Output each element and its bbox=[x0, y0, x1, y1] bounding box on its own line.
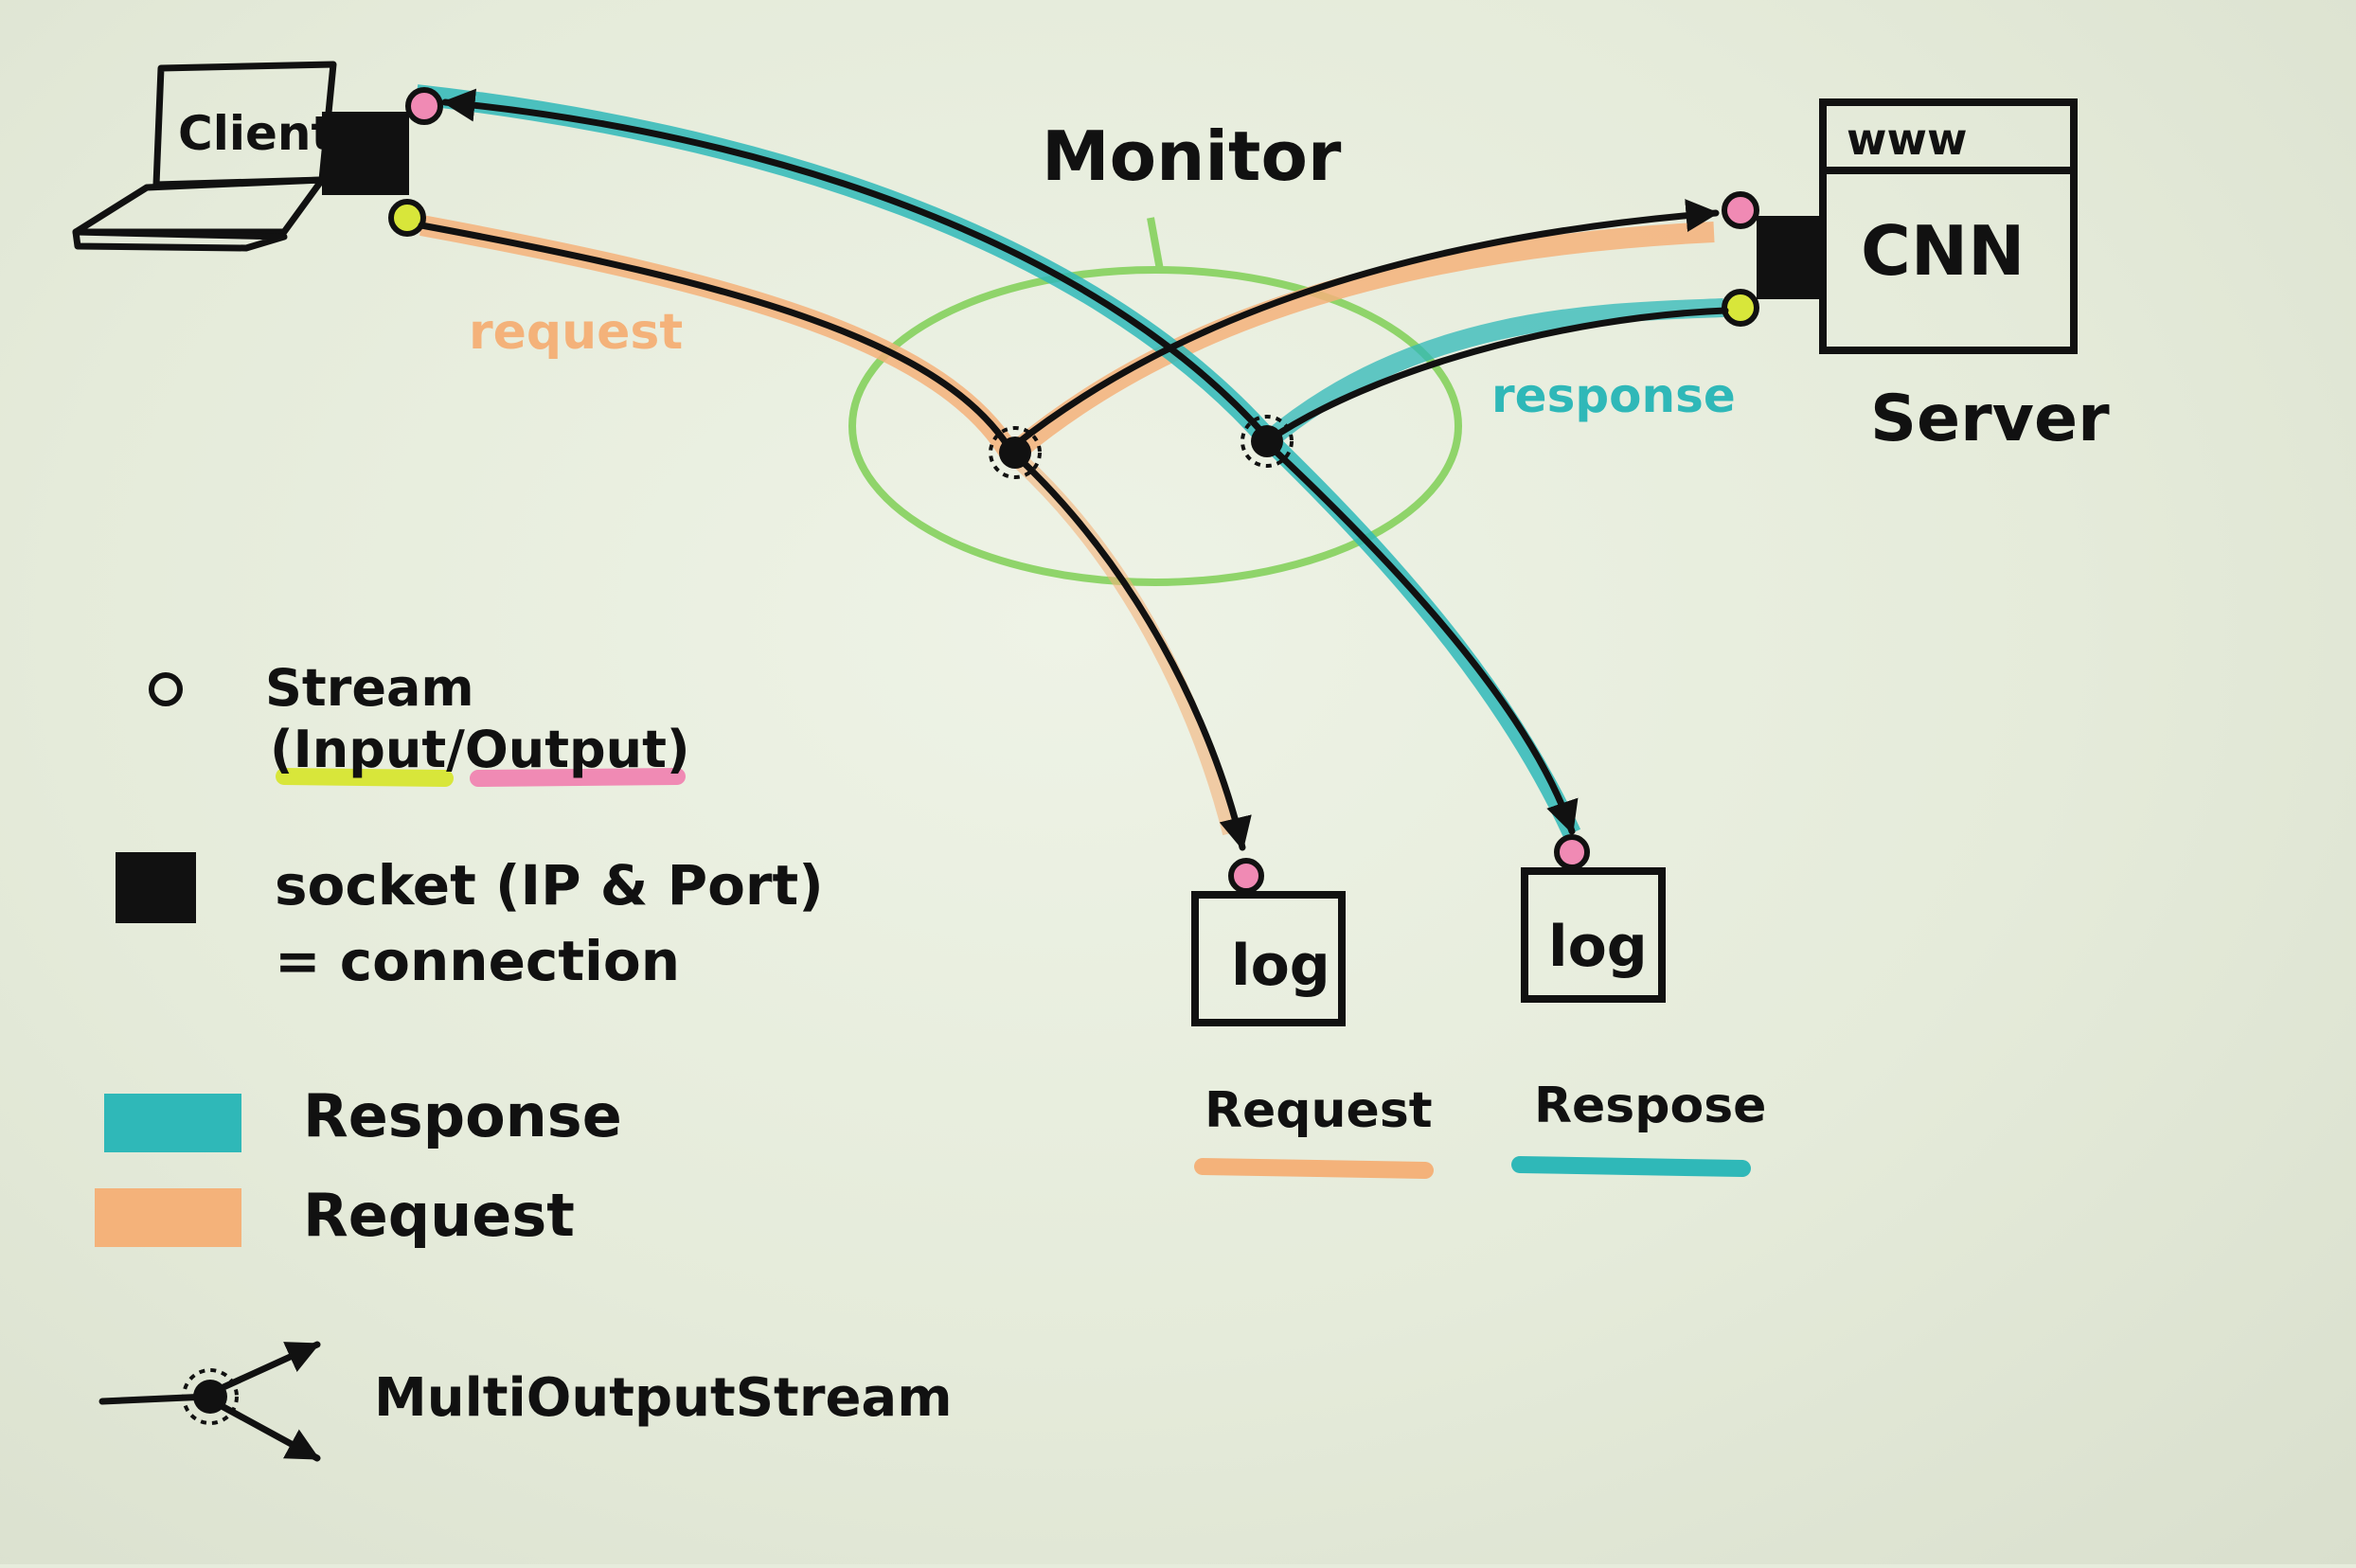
server-label: Server bbox=[1870, 382, 2110, 456]
legend-response-swatch bbox=[104, 1094, 241, 1152]
legend-input-underline bbox=[276, 768, 454, 787]
response-log-caption: Respose bbox=[1534, 1078, 1766, 1134]
request-splitter-ring bbox=[989, 426, 1042, 479]
client-laptop-edge bbox=[72, 228, 288, 252]
response-wire-server bbox=[1263, 307, 1729, 445]
response-highlight-right bbox=[1262, 298, 1724, 448]
legend-socket: socket (IP & Port) = connection bbox=[116, 852, 824, 993]
response-log-input-stream bbox=[1554, 834, 1590, 870]
legend-request-swatch bbox=[95, 1188, 241, 1247]
request-highlight-down bbox=[1011, 453, 1240, 836]
request-log-node: log Request bbox=[1191, 858, 1434, 1179]
server-url-bar: www bbox=[1847, 114, 1968, 165]
legend-multi: MultiOutputStream bbox=[98, 1341, 953, 1462]
request-splitter bbox=[989, 426, 1042, 479]
monitor-label: Monitor bbox=[1042, 116, 1342, 196]
request-log-box bbox=[1191, 891, 1346, 1026]
request-edge-label: request bbox=[469, 304, 683, 361]
client-output-stream bbox=[405, 87, 443, 125]
legend-multi-ring bbox=[182, 1368, 239, 1425]
client-node: Client bbox=[72, 61, 443, 252]
legend-socket-symbol bbox=[116, 852, 196, 923]
legend-request: Request bbox=[95, 1181, 575, 1250]
response-log-node: log Respose bbox=[1511, 834, 1766, 1177]
legend-multi-dot bbox=[193, 1380, 227, 1414]
legend-request-label: Request bbox=[303, 1181, 575, 1250]
legend-stream-label: Stream bbox=[265, 658, 474, 718]
server-socket bbox=[1757, 216, 1823, 299]
request-wire-log bbox=[1011, 451, 1252, 851]
request-log-label: log bbox=[1231, 933, 1330, 999]
response-wire-client bbox=[441, 88, 1271, 441]
response-log-underline bbox=[1511, 1156, 1751, 1177]
response-wire-log bbox=[1265, 441, 1579, 835]
monitor-region: Monitor bbox=[848, 116, 1462, 586]
legend-multi-in-wire bbox=[98, 1393, 212, 1405]
response-edge-label: response bbox=[1491, 368, 1736, 423]
monitor-ellipse bbox=[848, 266, 1462, 586]
request-log-input-stream bbox=[1228, 858, 1264, 894]
monitor-connector bbox=[1147, 217, 1164, 271]
legend-stream-symbol bbox=[149, 672, 183, 706]
response-log-label: log bbox=[1548, 914, 1648, 980]
client-label: Client bbox=[178, 106, 333, 161]
legend-stream-sub: (Input/Output) bbox=[270, 720, 690, 779]
legend-response: Response bbox=[104, 1081, 622, 1152]
response-splitter bbox=[1240, 415, 1294, 468]
client-input-stream bbox=[388, 199, 426, 237]
legend-response-label: Response bbox=[303, 1081, 622, 1150]
legend-socket-line1: socket (IP & Port) bbox=[275, 853, 824, 918]
legend-multi-out-wire-2 bbox=[209, 1398, 321, 1462]
legend-output-underline bbox=[470, 768, 686, 787]
request-highlight-right bbox=[1010, 222, 1715, 458]
legend: Stream (Input/Output) socket (IP & Port)… bbox=[95, 658, 953, 1462]
request-log-underline bbox=[1194, 1158, 1434, 1179]
server-output-stream bbox=[1722, 289, 1759, 327]
server-logo: CNN bbox=[1861, 211, 2025, 291]
legend-socket-line2: = connection bbox=[275, 929, 680, 993]
legend-multi-label: MultiOutputStream bbox=[374, 1367, 953, 1429]
request-wire-client bbox=[418, 222, 1017, 458]
server-node: www CNN Server bbox=[1722, 98, 2110, 456]
request-wire-server bbox=[1011, 199, 1720, 449]
response-splitter-ring bbox=[1240, 415, 1294, 468]
request-splitter-dot bbox=[999, 437, 1031, 469]
client-laptop-base bbox=[72, 176, 326, 236]
response-log-box bbox=[1521, 867, 1666, 1003]
request-log-caption: Request bbox=[1205, 1082, 1433, 1139]
legend-multi-out-wire-1 bbox=[209, 1341, 321, 1396]
wires bbox=[418, 88, 1729, 851]
server-input-stream bbox=[1722, 191, 1759, 229]
client-socket bbox=[322, 112, 409, 195]
response-splitter-dot bbox=[1251, 425, 1283, 457]
legend-stream: Stream (Input/Output) bbox=[149, 658, 690, 787]
